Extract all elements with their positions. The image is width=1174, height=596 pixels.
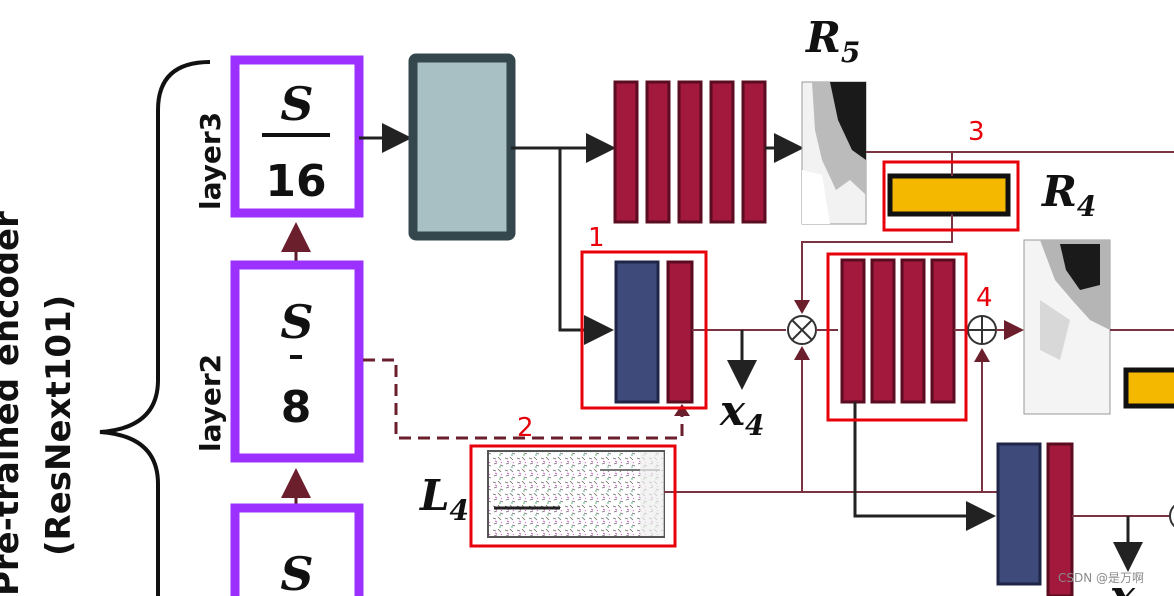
encoder-brace — [99, 60, 211, 596]
module1-navy-bar — [614, 260, 660, 404]
partial-operator-right — [1169, 504, 1174, 528]
layer2-skip-dashed — [363, 358, 684, 440]
r5-label: R5 — [805, 13, 860, 69]
encoder-label-line2: (ResNext101) — [39, 295, 79, 556]
lower-module-navy-bar — [996, 442, 1042, 586]
layer2-denominator: 8 — [281, 382, 312, 433]
multiply-arrow-bottom — [794, 346, 810, 360]
annotation-box-3 — [882, 160, 1020, 232]
dashed-arrow-head — [674, 404, 690, 416]
annotation-box-2 — [469, 444, 677, 548]
r5-conv-stack — [613, 80, 767, 224]
module4-conv-stack — [840, 258, 956, 404]
layer1-numerator: S — [280, 547, 313, 596]
layer2-numerator: S — [280, 295, 313, 349]
r4-label: R4 — [1041, 167, 1096, 223]
layer3-numerator: S — [280, 77, 313, 131]
annotation-label-4: 4 — [976, 283, 993, 313]
gold-block-partial — [1123, 367, 1174, 409]
layer2-box — [230, 260, 364, 463]
add-arrow-bottom — [974, 348, 990, 362]
x4-label: x4 — [719, 386, 765, 442]
multiply-arrow-top — [794, 300, 810, 314]
gold-block — [887, 173, 1011, 217]
annotation-label-1: 1 — [588, 223, 605, 253]
multiply-cross-b — [791, 319, 813, 341]
x3-label: x — [1109, 571, 1136, 596]
annotation-label-3: 3 — [968, 117, 985, 147]
layer1-box — [230, 503, 364, 596]
r4-map-image — [1023, 239, 1111, 415]
l4-label: L4 — [419, 471, 469, 527]
watermark: CSDN @是万啊 — [1058, 571, 1144, 585]
encoder-label-line1: Pre-trained encoder — [0, 211, 27, 596]
r5-map-image — [801, 81, 867, 225]
annotation-box-1 — [580, 250, 708, 410]
annotation-box-4 — [826, 252, 968, 422]
module4-to-lower-module — [853, 402, 996, 531]
layer3-denominator: 16 — [265, 156, 326, 207]
layer2-label: layer2 — [194, 354, 227, 452]
gold-to-multiply-line — [801, 214, 953, 300]
branch-to-module1 — [558, 148, 614, 345]
module1-crimson-bar — [666, 260, 694, 404]
layer3-label: layer3 — [194, 112, 227, 210]
lower-module-crimson-bar — [1046, 442, 1074, 596]
context-block — [408, 53, 516, 241]
l4-edge-image — [487, 450, 665, 538]
annotation-label-2: 2 — [517, 413, 534, 443]
